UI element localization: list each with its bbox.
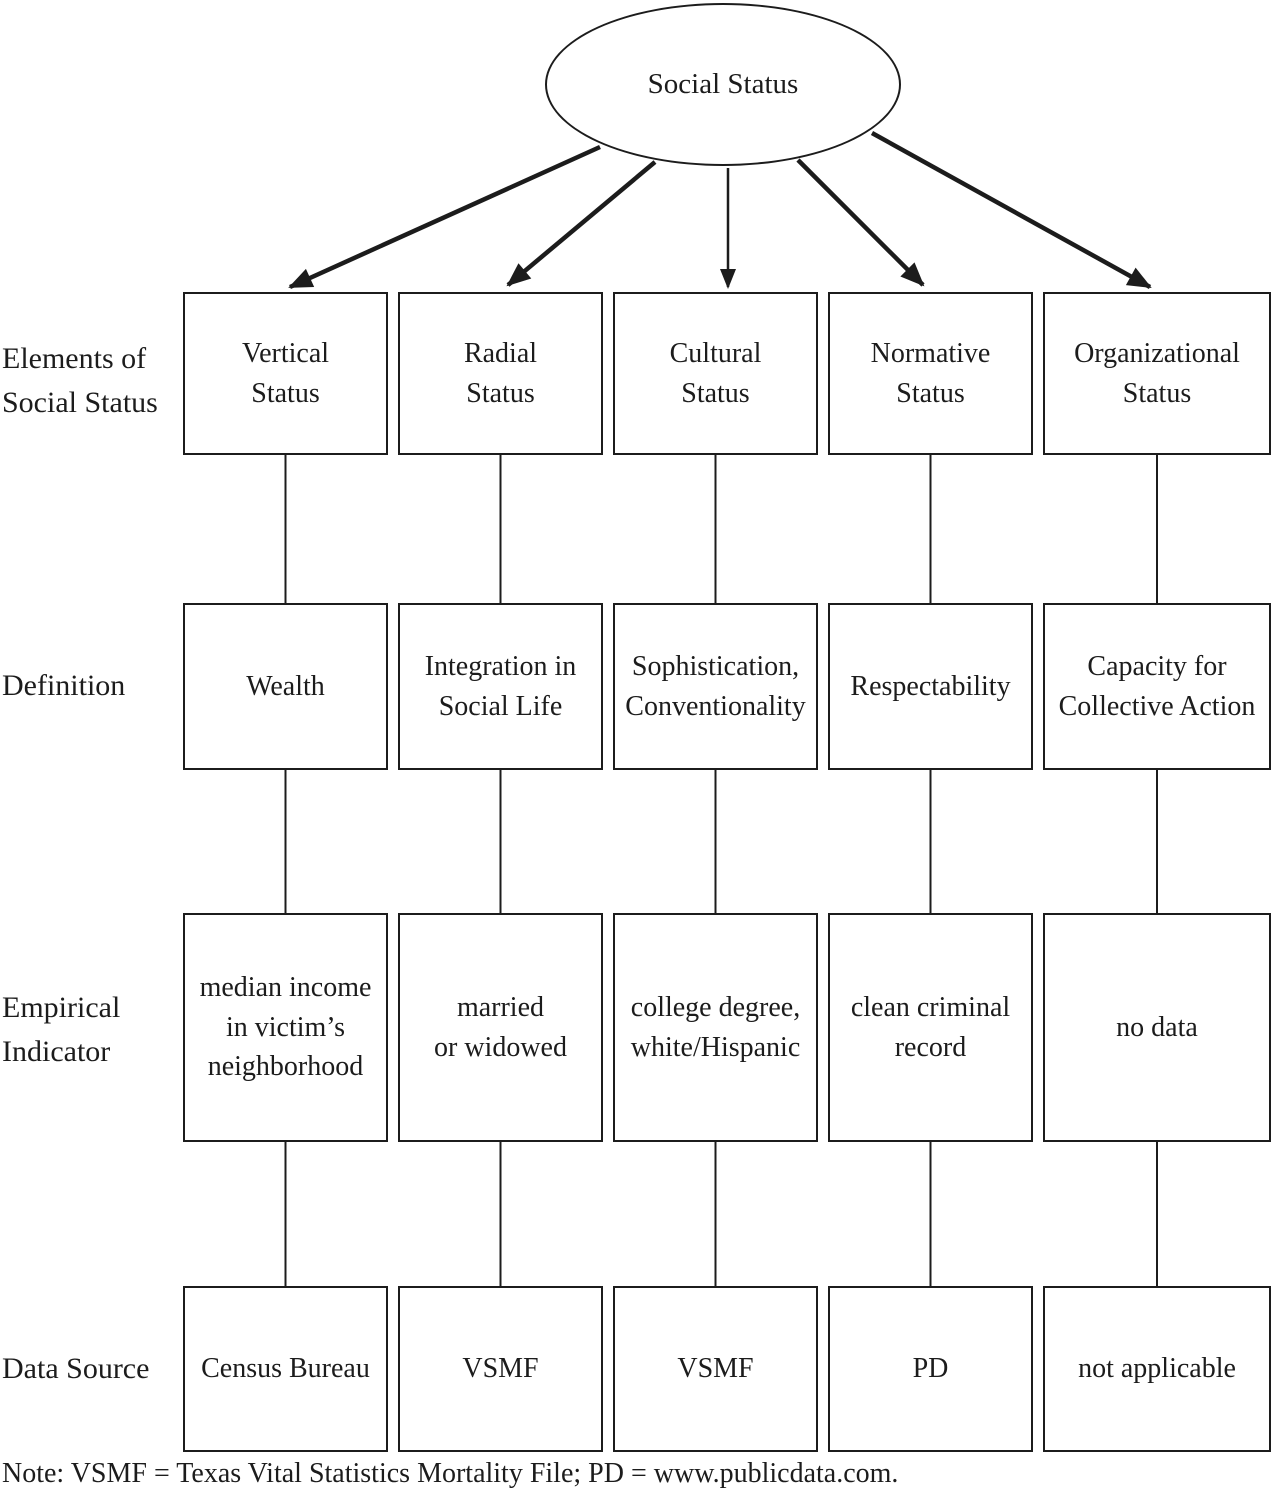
node-definition-collective-action: Capacity for Collective Action xyxy=(1043,603,1271,770)
row-label-definition: Definition xyxy=(2,669,126,702)
node-definition-respectability: Respectability xyxy=(828,603,1033,770)
node-element-cultural-status: Cultural Status xyxy=(613,292,818,455)
node-definition-wealth: Wealth xyxy=(183,603,388,770)
node-element-vertical-status: Vertical Status xyxy=(183,292,388,455)
row-label-elements-of-social-status: Elements of Social Status xyxy=(2,342,158,419)
footnote: Note: VSMF = Texas Vital Statistics Mort… xyxy=(2,1458,899,1489)
node-source-census-bureau: Census Bureau xyxy=(183,1286,388,1452)
arrow-to-normative-status xyxy=(796,158,925,287)
node-element-organizational-status: Organizational Status xyxy=(1043,292,1271,455)
row-label-empirical-indicator: Empirical Indicator xyxy=(2,991,121,1068)
node-source-vsmf-2: VSMF xyxy=(613,1286,818,1452)
root-node-label: Social Status xyxy=(647,68,799,100)
node-indicator-no-data: no data xyxy=(1043,913,1271,1142)
node-source-pd: PD xyxy=(828,1286,1033,1452)
arrow-to-organizational-status xyxy=(870,131,1152,289)
node-indicator-married-widowed: married or widowed xyxy=(398,913,603,1142)
node-indicator-college-degree: college degree, white/Hispanic xyxy=(613,913,818,1142)
node-source-vsmf-1: VSMF xyxy=(398,1286,603,1452)
node-element-radial-status: Radial Status xyxy=(398,292,603,455)
node-element-normative-status: Normative Status xyxy=(828,292,1033,455)
row-connectors xyxy=(284,454,1158,1287)
root-arrows xyxy=(288,131,1152,290)
root-node-social-status: Social Status xyxy=(545,3,901,166)
arrow-to-radial-status xyxy=(506,160,657,287)
node-indicator-clean-record: clean criminal record xyxy=(828,913,1033,1142)
node-indicator-median-income: median income in victim’s neighborhood xyxy=(183,913,388,1142)
node-definition-integration: Integration in Social Life xyxy=(398,603,603,770)
node-source-not-applicable: not applicable xyxy=(1043,1286,1271,1452)
row-label-data-source: Data Source xyxy=(2,1352,150,1385)
node-definition-sophistication: Sophistication, Conventionality xyxy=(613,603,818,770)
arrow-to-vertical-status xyxy=(288,144,601,290)
